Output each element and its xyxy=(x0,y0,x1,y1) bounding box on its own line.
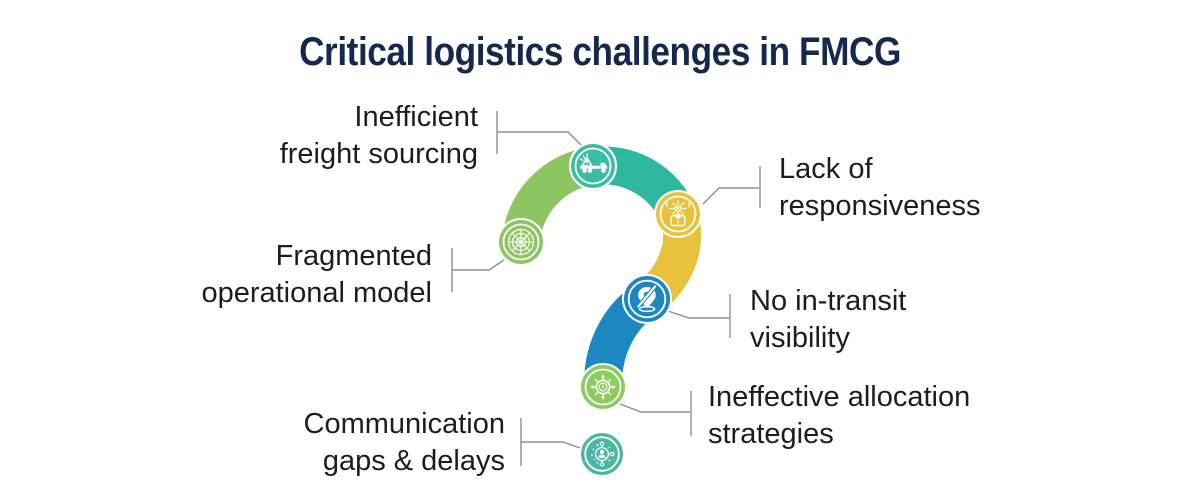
label-line: strategies xyxy=(708,418,834,450)
label-visibility: No in-transit visibility xyxy=(750,283,906,357)
label-line: operational model xyxy=(201,277,432,309)
question-mark-shape xyxy=(502,146,701,406)
segmented-globe-icon xyxy=(497,218,545,266)
location-pin-off-icon xyxy=(622,274,672,324)
label-fragmented: Fragmented operational model xyxy=(201,238,432,312)
page-title: Critical logistics challenges in FMCG xyxy=(299,30,901,74)
connector-freight-sourcing xyxy=(496,111,584,154)
label-line: gaps & delays xyxy=(322,445,505,477)
label-line: Lack of xyxy=(779,153,873,185)
distribution-wheel-icon xyxy=(579,363,627,411)
connector-lines xyxy=(451,111,761,466)
label-responsiveness: Lack of responsiveness xyxy=(779,151,981,225)
connector-allocation xyxy=(619,391,692,436)
connector-visibility xyxy=(667,294,731,338)
label-line: No in-transit xyxy=(750,285,907,317)
label-freight-sourcing: Inefficient freight sourcing xyxy=(280,99,478,173)
label-line: Fragmented xyxy=(275,240,432,272)
connector-communication xyxy=(520,418,581,466)
connector-responsiveness xyxy=(702,166,761,208)
label-line: responsiveness xyxy=(779,190,981,222)
label-communication: Communication gaps & delays xyxy=(304,406,505,480)
label-allocation: Ineffective allocation strategies xyxy=(708,379,970,453)
label-line: freight sourcing xyxy=(279,138,478,170)
connector-fragmented xyxy=(451,248,505,292)
label-line: Communication xyxy=(303,408,505,440)
alert-person-icon xyxy=(654,190,702,238)
label-line: visibility xyxy=(750,322,850,354)
truck-alert-icon xyxy=(569,142,617,190)
label-line: Ineffective allocation xyxy=(708,381,971,413)
people-network-icon xyxy=(579,431,625,477)
label-line: Inefficient xyxy=(354,101,478,133)
